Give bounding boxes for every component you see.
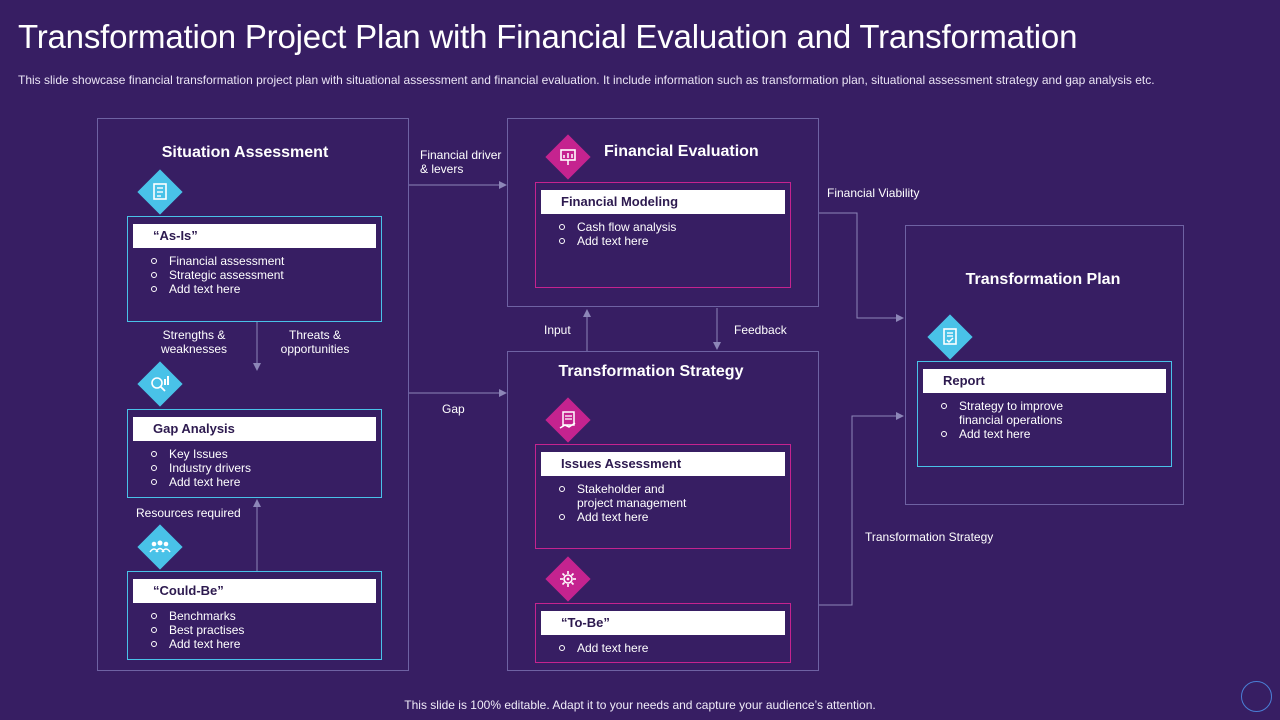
list-item: Add text here: [940, 427, 1063, 441]
list-item: Add text here: [150, 282, 284, 296]
list-item: Cash flow analysis: [558, 220, 676, 234]
financial-driver-label: Financial driver & levers: [420, 148, 502, 176]
transformation-strategy-panel: [507, 351, 819, 671]
to-be-box: “To-Be” Add text here: [535, 603, 791, 663]
list-item: Industry drivers: [150, 461, 251, 475]
to-be-heading: “To-Be”: [541, 611, 785, 635]
strengths-weaknesses-label: Strengths & weaknesses: [160, 328, 228, 356]
situation-assessment-panel: [97, 118, 409, 671]
as-is-heading: “As-Is”: [133, 224, 376, 248]
gap-label: Gap: [442, 402, 465, 416]
could-be-box: “Could-Be” Benchmarks Best practises Add…: [127, 571, 382, 660]
financial-viability-label: Financial Viability: [827, 186, 920, 200]
report-box: Report Strategy to improve financial ope…: [917, 361, 1172, 467]
team-icon: [137, 524, 183, 570]
report-list: Strategy to improve financial operations…: [940, 399, 1063, 441]
list-item: Financial assessment: [150, 254, 284, 268]
list-item: Strategic assessment: [150, 268, 284, 282]
magnifier-chart-icon: [137, 361, 183, 407]
could-be-heading: “Could-Be”: [133, 579, 376, 603]
issues-assessment-box: Issues Assessment Stakeholder and projec…: [535, 444, 791, 549]
transformation-strategy-title: Transformation Strategy: [558, 363, 744, 380]
handshake-document-icon: [545, 397, 591, 443]
financial-evaluation-title: Financial Evaluation: [604, 143, 759, 160]
situation-assessment-title: Situation Assessment: [161, 144, 329, 161]
financial-evaluation-panel: [507, 118, 819, 307]
to-be-list: Add text here: [558, 641, 648, 655]
document-check-icon: [927, 314, 973, 360]
list-item: Add text here: [558, 234, 676, 248]
list-item: Strategy to improve financial operations: [940, 399, 1063, 427]
list-item: Add text here: [558, 510, 686, 524]
threats-opportunities-label: Threats & opportunities: [280, 328, 350, 356]
corner-circle-decoration: [1241, 681, 1272, 712]
financial-modeling-list: Cash flow analysis Add text here: [558, 220, 676, 248]
transformation-plan-title: Transformation Plan: [965, 271, 1121, 288]
list-item: Add text here: [150, 637, 244, 651]
issues-assessment-list: Stakeholder and project management Add t…: [558, 482, 686, 524]
report-heading: Report: [923, 369, 1166, 393]
slide-subtitle: This slide showcase financial transforma…: [18, 73, 1155, 87]
arrow-transformation-strategy: [819, 412, 904, 606]
report-chart-icon: [137, 169, 183, 215]
gap-analysis-box: Gap Analysis Key Issues Industry drivers…: [127, 409, 382, 498]
transformation-strategy-label: Transformation Strategy: [865, 530, 994, 544]
list-item: Benchmarks: [150, 609, 244, 623]
financial-modeling-box: Financial Modeling Cash flow analysis Ad…: [535, 182, 791, 288]
list-item: Key Issues: [150, 447, 251, 461]
could-be-list: Benchmarks Best practises Add text here: [150, 609, 244, 651]
slide-footer: This slide is 100% editable. Adapt it to…: [404, 698, 876, 712]
as-is-box: “As-Is” Financial assessment Strategic a…: [127, 216, 382, 322]
gap-analysis-heading: Gap Analysis: [133, 417, 376, 441]
gear-network-icon: [545, 556, 591, 602]
resources-required-label: Resources required: [136, 506, 241, 520]
arrow-financial-viability: [819, 212, 904, 322]
presentation-board-icon: [545, 134, 591, 180]
financial-modeling-heading: Financial Modeling: [541, 190, 785, 214]
list-item: Add text here: [150, 475, 251, 489]
transformation-plan-panel: [905, 225, 1184, 505]
feedback-label: Feedback: [734, 323, 787, 337]
gap-analysis-list: Key Issues Industry drivers Add text her…: [150, 447, 251, 489]
issues-assessment-heading: Issues Assessment: [541, 452, 785, 476]
slide-title: Transformation Project Plan with Financi…: [18, 18, 1078, 55]
input-label: Input: [544, 323, 571, 337]
list-item: Stakeholder and project management: [558, 482, 686, 510]
as-is-list: Financial assessment Strategic assessmen…: [150, 254, 284, 296]
list-item: Best practises: [150, 623, 244, 637]
list-item: Add text here: [558, 641, 648, 655]
